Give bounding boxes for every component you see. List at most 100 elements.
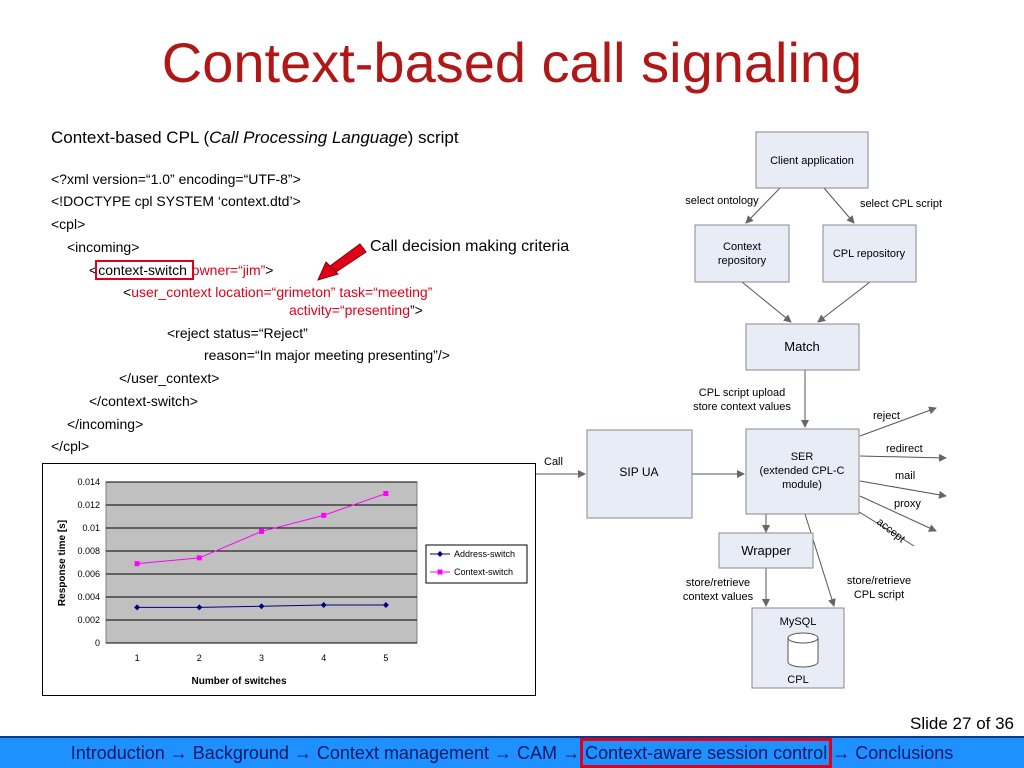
- callout-label: Call decision making criteria: [370, 238, 570, 255]
- data-point: [382, 602, 389, 609]
- code-line: </context-switch>: [89, 393, 198, 409]
- nav-arrow: →: [494, 743, 513, 763]
- cpl-db-label: CPL: [787, 674, 808, 686]
- legend-label: Address-switch: [454, 549, 515, 559]
- code-line: <?xml version=“1.0” encoding=“UTF-8”>: [51, 171, 301, 187]
- select-cpl-script-label: select CPL script: [860, 198, 942, 210]
- callout-arrow-icon: [317, 243, 367, 281]
- y-tick-label: 0.004: [77, 592, 100, 602]
- data-point: [259, 528, 264, 534]
- y-tick-label: 0.014: [77, 477, 100, 487]
- code-line: activity=“presenting”>: [289, 302, 423, 318]
- arrow-redirect: [859, 453, 947, 462]
- y-tick-label: 0.006: [77, 569, 100, 579]
- arrow-cpl-select: [823, 187, 855, 224]
- data-point: [320, 602, 327, 609]
- cpl-repository-box: [822, 224, 917, 283]
- gridlines: [106, 481, 417, 644]
- x-axis-label: Number of switches: [191, 676, 286, 687]
- line-accept: [855, 509, 915, 547]
- slide-number: Slide 27 of 36: [910, 714, 1014, 733]
- nav-background[interactable]: Background: [192, 743, 289, 763]
- ser-box: [745, 428, 860, 515]
- output-mail-label: mail: [895, 470, 915, 482]
- context-repository-label-1: Context: [723, 241, 761, 253]
- data-point: [258, 603, 265, 610]
- code-line: </user_context>: [119, 370, 220, 386]
- x-tick-label: 5: [383, 653, 388, 663]
- select-ontology-label: select ontology: [685, 195, 759, 207]
- x-tick-label: 4: [321, 653, 326, 663]
- code-line: <incoming>: [67, 239, 140, 255]
- x-tick-label: 3: [259, 653, 264, 663]
- data-point: [196, 555, 202, 561]
- script-heading-pre: Context-based CPL (: [51, 128, 210, 147]
- mysql-label: MySQL: [780, 616, 817, 628]
- nav-context-aware-session-control[interactable]: Context-aware session control: [580, 738, 833, 768]
- highlighted-context-switch: context-switch: [95, 260, 194, 280]
- y-tick-label: 0.01: [82, 523, 100, 533]
- code-token: <: [89, 262, 98, 278]
- nav-cam[interactable]: CAM: [517, 743, 558, 763]
- database-cylinder-icon: [787, 632, 819, 668]
- store-cpl-label-1: store/retrieve: [847, 575, 911, 587]
- y-axis-label: Response time [s]: [57, 520, 68, 606]
- data-point: [134, 604, 141, 611]
- code-attr-owner: owner=“jim”: [191, 262, 266, 278]
- store-context-label-1: store/retrieve: [686, 577, 750, 589]
- arrow-reject: [859, 406, 937, 437]
- output-redirect-label: redirect: [886, 443, 923, 455]
- chart-series: [134, 491, 389, 611]
- output-reject-label: reject: [873, 410, 900, 422]
- code-line: </cpl>: [51, 438, 90, 454]
- ser-label-2: (extended CPL-C: [760, 465, 845, 477]
- nav-introduction[interactable]: Introduction: [70, 743, 165, 763]
- output-proxy-label: proxy: [894, 498, 921, 510]
- y-tick-label: 0.002: [77, 615, 100, 625]
- y-tick-label: 0.008: [77, 546, 100, 556]
- code-line: <!DOCTYPE cpl SYSTEM ‘context.dtd’>: [51, 193, 301, 209]
- plot-area: [105, 481, 418, 644]
- footer-nav: Introduction → Background → Context mana…: [0, 738, 1024, 768]
- legend-marker: [437, 569, 443, 575]
- output-accept-label: accept: [874, 516, 907, 545]
- ser-label-1: SER: [791, 451, 814, 463]
- code-token: <: [123, 284, 132, 300]
- arrow-ontology: [745, 187, 781, 224]
- cpl-upload-label-1: CPL script upload: [699, 387, 785, 399]
- footer-nav-bar: Introduction → Background → Context mana…: [0, 736, 1024, 768]
- client-application-label: Client application: [770, 155, 854, 167]
- wrapper-box: [718, 532, 814, 569]
- x-axis-ticks: 1 2 3 4 5: [135, 653, 389, 663]
- architecture-diagram: Client application select ontology selec…: [536, 131, 947, 689]
- script-heading-post: ) script: [407, 128, 459, 147]
- script-heading-em: Call Processing Language: [209, 128, 408, 147]
- arrow-repo-to-match: [741, 281, 792, 323]
- match-label: Match: [784, 339, 819, 354]
- y-tick-label: 0.012: [77, 500, 100, 510]
- data-point: [134, 561, 140, 567]
- code-token: ”>: [410, 302, 423, 318]
- nav-conclusions[interactable]: Conclusions: [855, 743, 954, 763]
- code-line: <reject status=“Reject”: [167, 325, 308, 341]
- ser-label-3: module): [782, 479, 822, 491]
- x-tick-label: 1: [135, 653, 140, 663]
- cpl-repository-label: CPL repository: [833, 248, 906, 260]
- context-repository-box: [694, 224, 790, 283]
- nav-arrow: →: [562, 743, 581, 763]
- nav-arrow: →: [293, 743, 312, 763]
- code-token: >: [265, 262, 274, 278]
- code-line: <context-switch owner=“jim”>: [89, 260, 274, 280]
- legend-marker: [437, 551, 443, 557]
- arrow-ser-to-db: [804, 513, 836, 607]
- code-line: <user_context location=“grimeton” task=“…: [123, 284, 432, 300]
- code-line: </incoming>: [67, 416, 144, 432]
- sip-ua-label: SIP UA: [619, 465, 658, 479]
- call-label: Call: [544, 456, 563, 468]
- code-line: <cpl>: [51, 216, 86, 232]
- x-tick-label: 2: [197, 653, 202, 663]
- nav-context-management[interactable]: Context management: [316, 743, 490, 763]
- store-cpl-label-2: CPL script: [854, 589, 904, 601]
- legend-label: Context-switch: [454, 567, 513, 577]
